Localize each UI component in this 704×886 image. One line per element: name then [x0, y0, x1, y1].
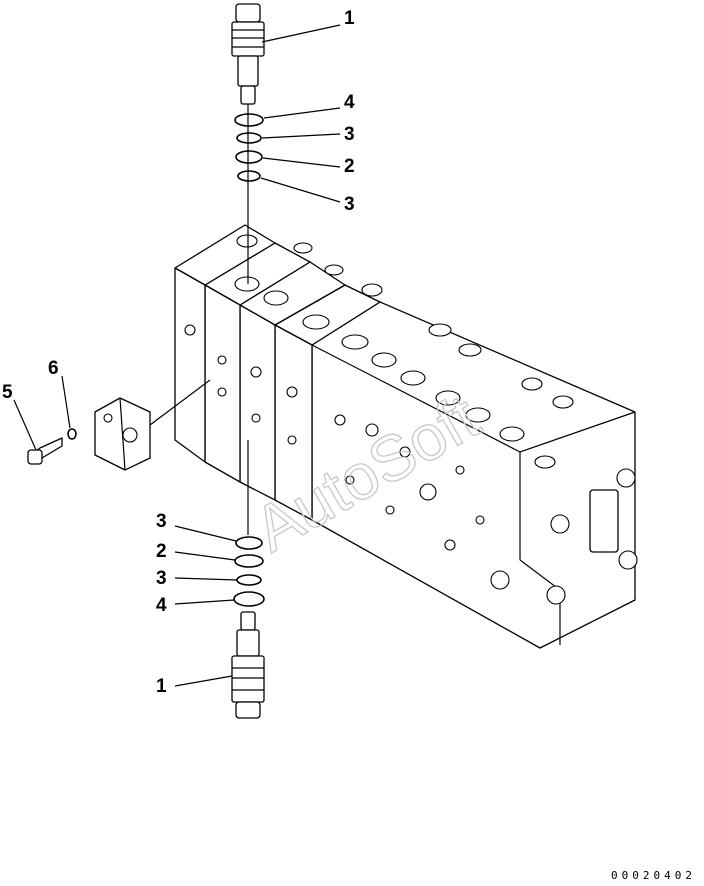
side-cover-block — [94, 397, 151, 471]
control-valve-body — [174, 224, 638, 649]
callout-1-top: 1 — [344, 8, 355, 29]
washer — [67, 428, 77, 440]
callout-1-bottom: 1 — [156, 676, 167, 697]
callout-3-bottom-b: 3 — [156, 568, 167, 589]
callout-2-top: 2 — [344, 156, 355, 177]
o-ring-bot-2 — [234, 554, 264, 568]
callout-4-top: 4 — [344, 92, 355, 113]
drawing-code: 00020402 — [611, 869, 696, 882]
callout-2-bottom: 2 — [156, 541, 167, 562]
relief-valve-bottom — [231, 611, 265, 719]
callout-3-top-a: 3 — [344, 124, 355, 145]
callout-4-bottom: 4 — [156, 595, 167, 616]
leader-lines — [13, 24, 341, 687]
leader-cover — [149, 379, 211, 426]
callout-5: 5 — [2, 382, 13, 403]
backup-ring-top-3a — [236, 132, 262, 144]
o-ring-top-4 — [234, 113, 264, 127]
callout-3-top-b: 3 — [344, 194, 355, 215]
backup-ring-bot-3b — [236, 574, 262, 586]
callout-6: 6 — [48, 358, 59, 379]
bolt — [27, 437, 63, 465]
callout-labels: 1 4 3 2 3 6 5 3 2 3 4 1 — [2, 8, 355, 697]
relief-valve-top — [231, 3, 265, 105]
o-ring-top-2 — [235, 150, 263, 164]
o-ring-bot-4 — [233, 591, 265, 607]
backup-ring-bot-3a — [235, 536, 263, 550]
backup-ring-top-3b — [237, 170, 261, 182]
callout-3-bottom-a: 3 — [156, 511, 167, 532]
